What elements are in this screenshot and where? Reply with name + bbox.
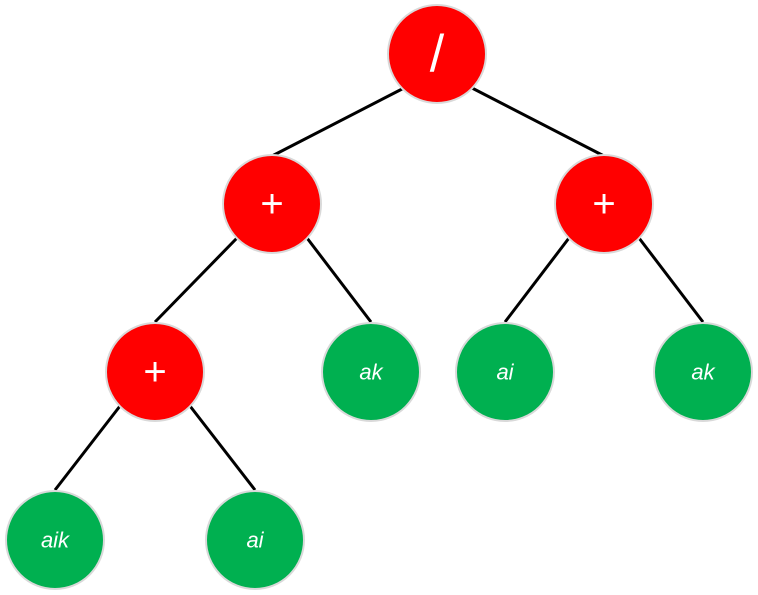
inner-plus-node-label: + <box>143 350 166 394</box>
leaf-aik-circle <box>5 490 105 590</box>
left-plus-node: + <box>222 154 322 254</box>
leaf-ai-right: ai <box>455 322 555 422</box>
inner-plus-node-circle <box>105 322 205 422</box>
leaf-ai-bottom-circle <box>205 490 305 590</box>
left-plus-node-circle <box>222 154 322 254</box>
edge-inner-plus-to-ai <box>188 405 257 491</box>
right-plus-node-circle <box>554 154 654 254</box>
leaf-aik: aik <box>5 490 105 590</box>
leaf-ak-middle: ak <box>321 322 421 422</box>
edge-left-plus-to-inner-plus <box>153 236 239 324</box>
right-plus-node-label: + <box>592 182 615 226</box>
root-node-circle <box>387 4 487 104</box>
edge-right-plus-to-ai <box>503 237 571 323</box>
edge-root-to-right-plus <box>471 86 605 158</box>
leaf-ak-right-label: ak <box>691 360 715 385</box>
leaf-ai-bottom: ai <box>205 490 305 590</box>
edge-root-to-left-plus <box>271 86 405 158</box>
leaf-ai-right-label: ai <box>496 360 514 385</box>
leaf-ak-right: ak <box>653 322 753 422</box>
leaf-ak-right-circle <box>653 322 753 422</box>
leaf-ak-middle-label: ak <box>359 360 383 385</box>
tree-edges <box>53 86 705 491</box>
root-node-label: / <box>430 25 445 83</box>
leaf-ak-middle-circle <box>321 322 421 422</box>
leaf-ai-right-circle <box>455 322 555 422</box>
edge-left-plus-to-ak <box>305 237 373 323</box>
root-node: / <box>387 4 487 104</box>
left-plus-node-label: + <box>260 182 283 226</box>
right-plus-node: + <box>554 154 654 254</box>
inner-plus-node: + <box>105 322 205 422</box>
edge-right-plus-to-ak <box>637 237 705 323</box>
leaf-ai-bottom-label: ai <box>246 528 264 553</box>
leaf-aik-label: aik <box>41 528 70 553</box>
edge-inner-plus-to-aik <box>53 405 122 491</box>
